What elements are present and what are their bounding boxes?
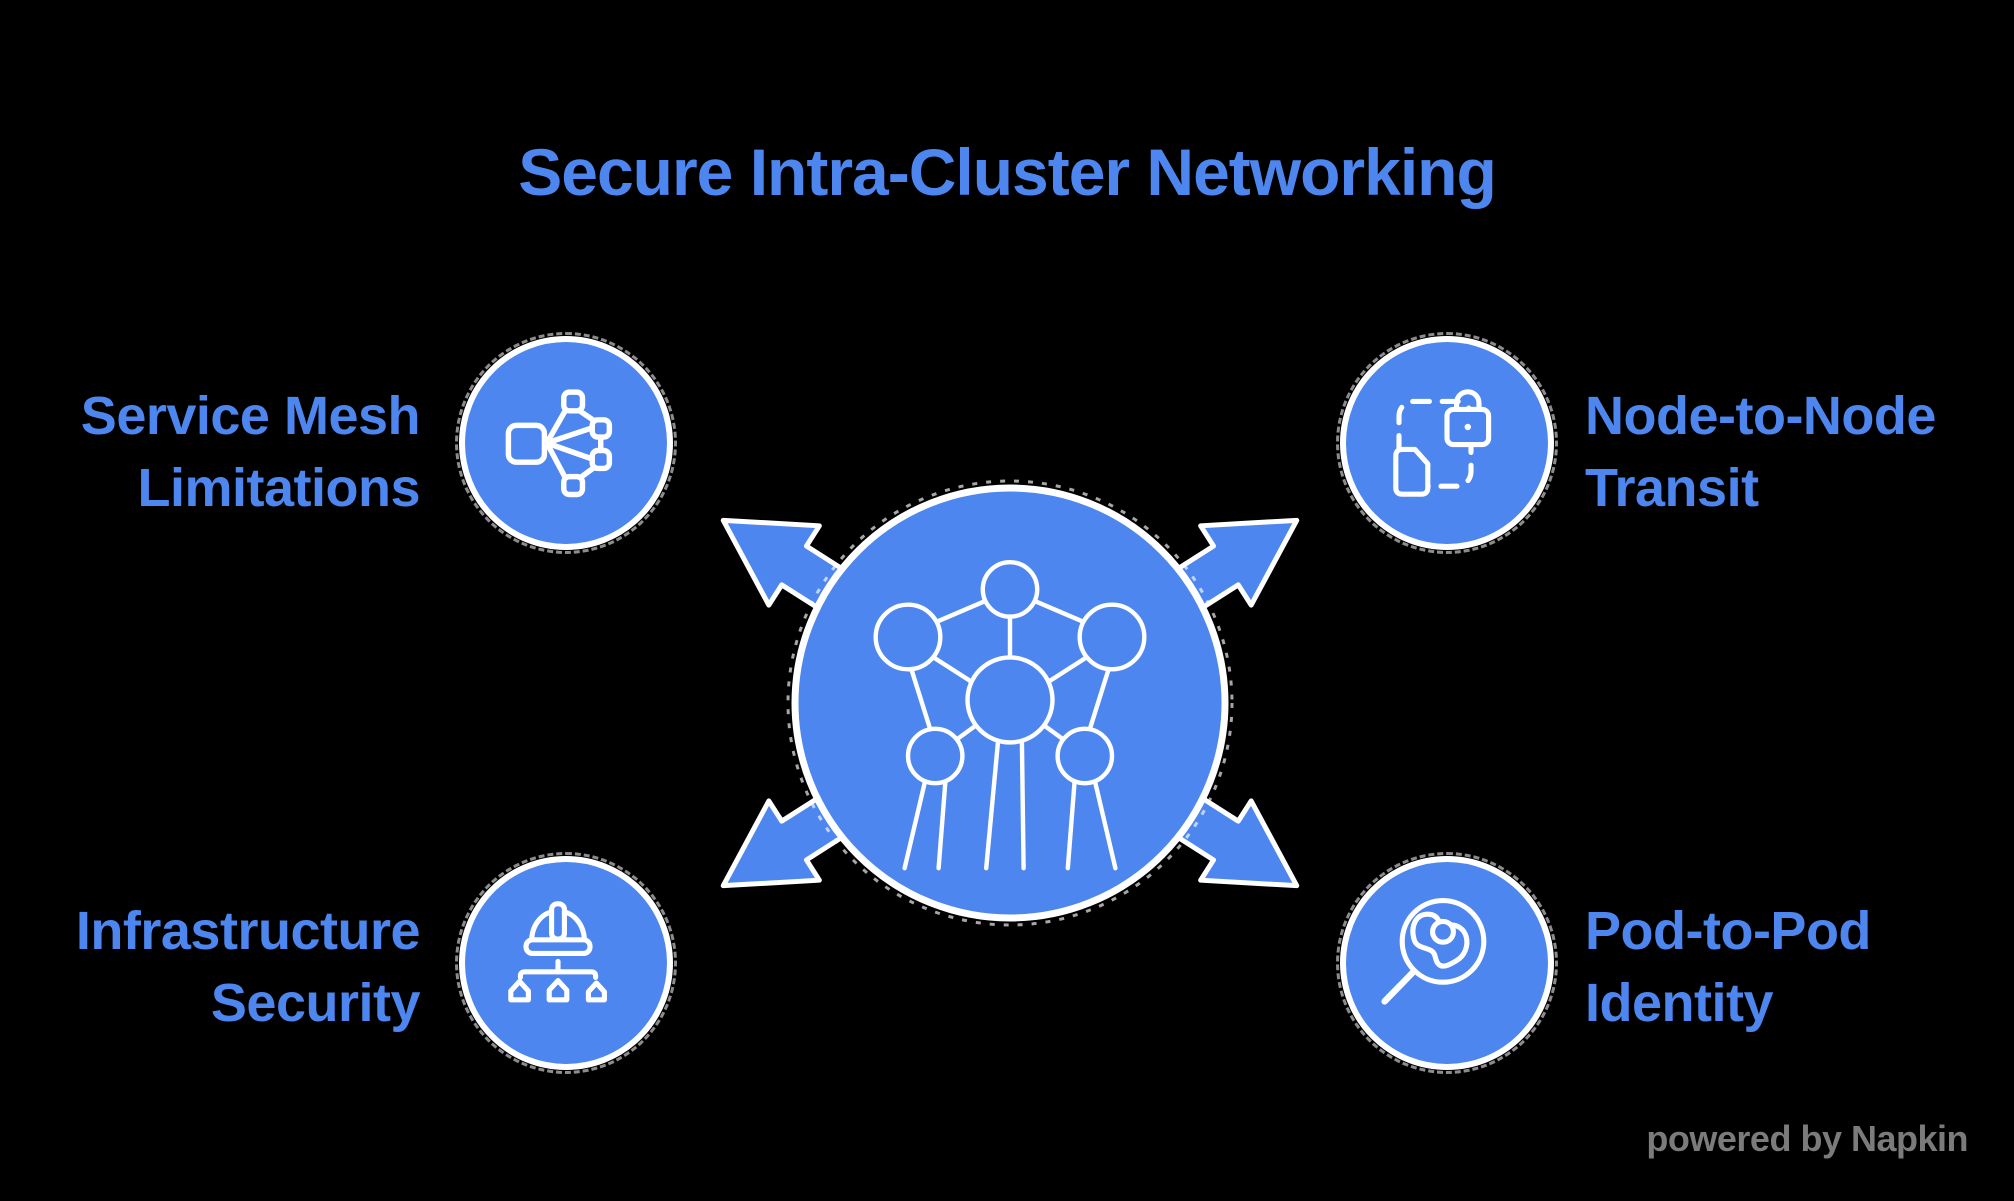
page-title: Secure Intra-Cluster Networking	[518, 135, 1497, 209]
label-pod-to-pod-identity: Pod-to-Pod Identity	[1585, 895, 2005, 1039]
label-line: Pod-to-Pod	[1585, 901, 1871, 961]
label-line: Infrastructure	[75, 901, 421, 961]
label-node-to-node-transit: Node-to-Node Transit	[1585, 380, 2005, 524]
node-transit-lock-icon	[1393, 389, 1492, 497]
bubble-service-mesh	[455, 332, 677, 554]
label-service-mesh-limitations: Service Mesh Limitations	[0, 380, 421, 524]
identity-search-icon	[1381, 898, 1487, 1005]
hub-rough-ring	[786, 479, 1234, 927]
watermark-text: powered by Napkin	[1646, 1118, 1968, 1159]
label-line: Node-to-Node	[1585, 386, 1936, 446]
label-line: Security	[210, 973, 421, 1033]
hard-hat-network-icon	[508, 901, 607, 1003]
label-line: Service Mesh	[80, 386, 421, 446]
label-line: Limitations	[137, 458, 420, 518]
bubble-pod-identity	[1336, 852, 1558, 1074]
bubble-infrastructure-security	[455, 852, 677, 1074]
label-line: Transit	[1585, 458, 1759, 518]
label-infrastructure-security: Infrastructure Security	[0, 895, 421, 1039]
bubble-node-transit	[1336, 332, 1558, 554]
service-mesh-icon	[505, 389, 613, 498]
network-cluster-icon	[873, 559, 1147, 871]
label-line: Identity	[1585, 973, 1774, 1033]
